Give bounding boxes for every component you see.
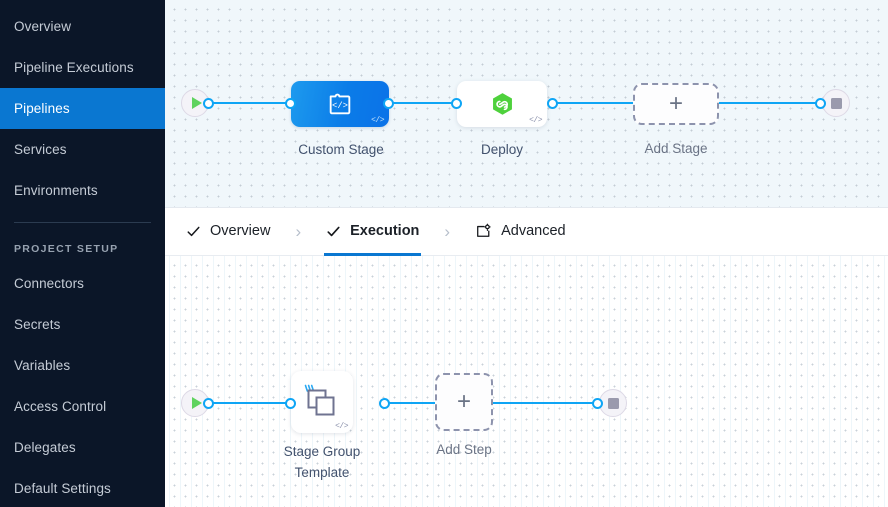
tab-label: Advanced	[501, 223, 566, 240]
add-step-button[interactable]: +	[435, 373, 493, 431]
play-icon	[191, 397, 202, 409]
code-badge: </>	[371, 116, 384, 125]
port-end-in[interactable]	[815, 98, 826, 109]
add-stage-button[interactable]: +	[633, 83, 719, 125]
stage-canvas[interactable]: </> </> Custom Stage </> Deploy +	[165, 0, 888, 207]
step-canvas[interactable]: </> Stage Group Template + Add Step	[165, 256, 888, 507]
sidebar-item-connectors[interactable]: Connectors	[0, 263, 165, 304]
sidebar-item-pipeline-executions[interactable]: Pipeline Executions	[0, 47, 165, 88]
check-icon	[327, 226, 340, 237]
port-custom-stage-out[interactable]	[383, 98, 394, 109]
sidebar-item-label: Environments	[14, 183, 98, 198]
tab-overview[interactable]: Overview	[177, 207, 279, 256]
code-badge: </>	[529, 116, 542, 125]
edge-deploy-to-add-stage	[553, 102, 673, 104]
edge-add-step-to-end	[491, 402, 601, 404]
deploy-harness-icon	[492, 92, 512, 115]
sidebar-item-label: Services	[14, 142, 67, 157]
stage-node-custom-stage[interactable]: </> </>	[291, 81, 389, 127]
port-deploy-out[interactable]	[547, 98, 558, 109]
code-badge: </>	[335, 422, 348, 431]
play-icon	[191, 97, 202, 109]
sidebar: Overview Pipeline Executions Pipelines S…	[0, 0, 165, 507]
sidebar-item-label: Connectors	[14, 276, 85, 291]
stage-node-label-custom-stage: Custom Stage	[298, 142, 384, 157]
tab-label: Overview	[210, 223, 271, 240]
main-content: </> </> Custom Stage </> Deploy +	[165, 0, 888, 507]
port-start-out[interactable]	[203, 98, 214, 109]
plus-icon: +	[668, 90, 683, 117]
sidebar-item-label: Variables	[14, 358, 71, 373]
sidebar-item-variables[interactable]: Variables	[0, 345, 165, 386]
sidebar-item-label: Pipeline Executions	[14, 60, 134, 75]
add-stage-label: Add Stage	[644, 141, 708, 156]
tab-execution[interactable]: Execution	[317, 207, 428, 256]
port-custom-stage-in[interactable]	[285, 98, 296, 109]
tab-advanced[interactable]: Advanced	[466, 207, 575, 256]
stage-node-label-deploy: Deploy	[480, 142, 524, 157]
edge-start-to-stage-group	[207, 402, 337, 404]
sidebar-item-overview[interactable]: Overview	[0, 6, 165, 47]
check-icon	[187, 226, 200, 237]
tab-separator: ›	[444, 221, 451, 241]
edge-add-stage-to-end	[675, 102, 820, 104]
stage-node-deploy[interactable]: </>	[457, 81, 547, 127]
sidebar-divider	[14, 222, 151, 223]
sidebar-item-delegates[interactable]: Delegates	[0, 427, 165, 468]
step-node-stage-group-template[interactable]: </>	[291, 371, 353, 433]
sidebar-item-label: Default Settings	[14, 481, 111, 496]
stage-tab-bar: Overview › Execution › Advanced	[165, 207, 888, 256]
sidebar-item-environments[interactable]: Environments	[0, 170, 165, 211]
custom-stage-icon: </>	[329, 93, 351, 115]
pipeline-end-node[interactable]	[822, 89, 850, 117]
sidebar-item-label: Overview	[14, 19, 72, 34]
port-step-start-out[interactable]	[203, 398, 214, 409]
edge-custom-stage-to-deploy	[387, 102, 507, 104]
svg-text:</>: </>	[332, 101, 348, 111]
sidebar-item-services[interactable]: Services	[0, 129, 165, 170]
sidebar-item-secrets[interactable]: Secrets	[0, 304, 165, 345]
add-step-label: Add Step	[436, 442, 492, 457]
template-stack-icon	[304, 384, 335, 416]
port-step-end-in[interactable]	[592, 398, 603, 409]
sidebar-item-pipelines[interactable]: Pipelines	[0, 88, 165, 129]
tab-separator: ›	[295, 221, 302, 241]
edge-start-to-custom-stage	[207, 102, 337, 104]
step-node-label-stage-group-template: Stage Group Template	[283, 444, 361, 480]
advanced-gear-icon	[477, 223, 491, 237]
tab-label: Execution	[350, 223, 420, 240]
sidebar-section-project-setup: PROJECT SETUP	[14, 243, 119, 255]
stop-icon	[830, 97, 842, 109]
sidebar-item-label: Access Control	[14, 399, 107, 414]
port-stage-group-out[interactable]	[379, 398, 390, 409]
plus-icon: +	[456, 388, 471, 415]
stop-icon	[607, 397, 619, 409]
sidebar-item-label: Pipelines	[14, 101, 70, 116]
step-end-node[interactable]	[599, 389, 627, 417]
sidebar-item-label: Delegates	[14, 440, 76, 455]
port-deploy-in[interactable]	[451, 98, 462, 109]
sidebar-item-label: Secrets	[14, 317, 61, 332]
sidebar-item-default-settings[interactable]: Default Settings	[0, 468, 165, 507]
sidebar-item-access-control[interactable]: Access Control	[0, 386, 165, 427]
port-stage-group-in[interactable]	[285, 398, 296, 409]
